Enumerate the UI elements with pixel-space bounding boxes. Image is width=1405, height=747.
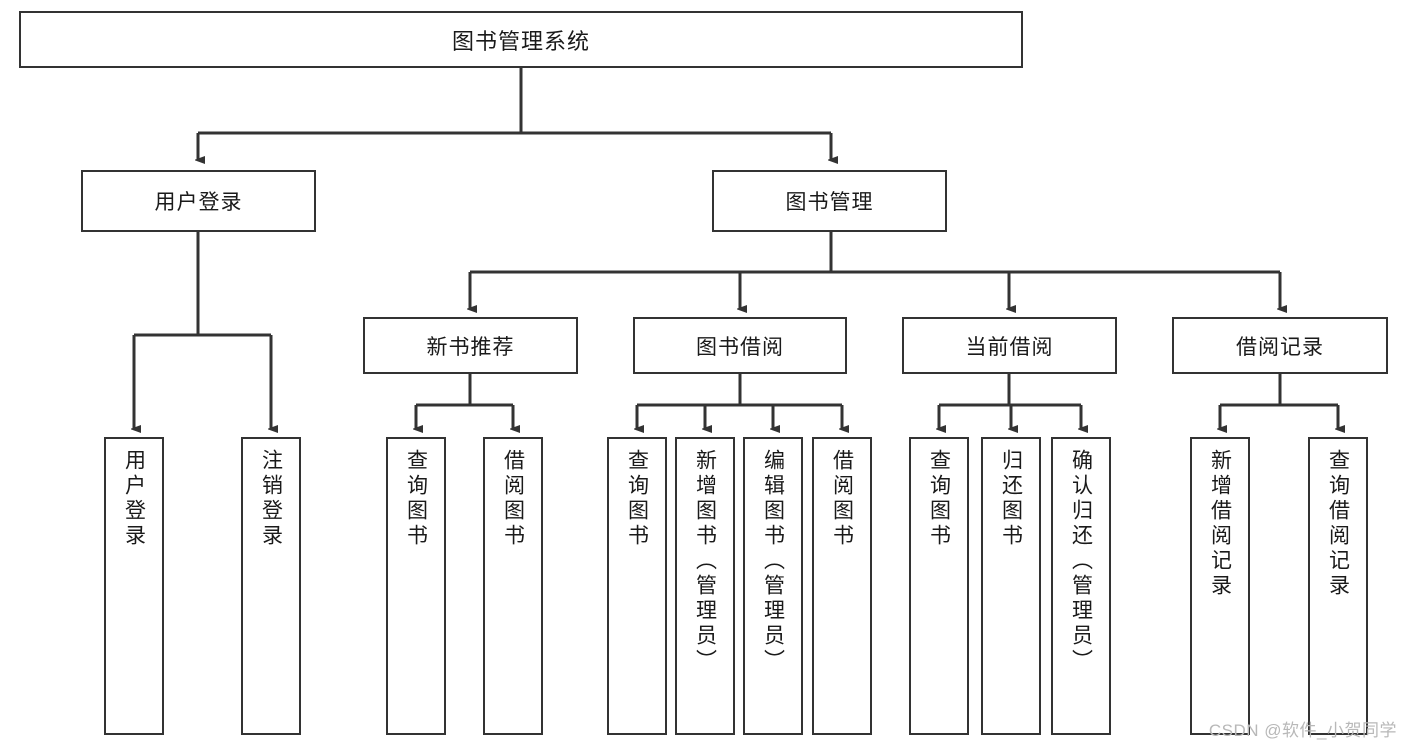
node-leaf-borrow-book-2[interactable]: 借阅图书 <box>812 437 872 735</box>
node-user-login-label: 用户登录 <box>154 191 243 214</box>
edge-book-manage-bus <box>470 232 1280 274</box>
node-leaf-query-book-1-label: 查询图书 <box>404 449 428 549</box>
node-leaf-user-login[interactable]: 用户登录 <box>104 437 164 735</box>
node-leaf-borrow-book-1[interactable]: 借阅图书 <box>483 437 543 735</box>
node-new-book-rec[interactable]: 新书推荐 <box>363 317 578 374</box>
node-book-borrow-label: 图书借阅 <box>696 335 784 359</box>
node-book-manage-label: 图书管理 <box>785 191 874 214</box>
node-leaf-query-book-1[interactable]: 查询图书 <box>386 437 446 735</box>
node-leaf-confirm-return[interactable]: 确认归还（管理员） <box>1051 437 1111 735</box>
node-leaf-add-record[interactable]: 新增借阅记录 <box>1190 437 1250 735</box>
node-borrow-record[interactable]: 借阅记录 <box>1172 317 1388 374</box>
node-root[interactable]: 图书管理系统 <box>19 11 1023 68</box>
node-leaf-add-book-label: 新增图书（管理员） <box>693 449 717 674</box>
edge-root-bus <box>198 68 831 135</box>
node-leaf-add-book[interactable]: 新增图书（管理员） <box>675 437 735 735</box>
node-leaf-query-record-label: 查询借阅记录 <box>1326 449 1350 599</box>
node-leaf-borrow-book-2-label: 借阅图书 <box>830 449 854 549</box>
node-user-login[interactable]: 用户登录 <box>81 170 316 232</box>
node-leaf-user-logout-label: 注销登录 <box>259 449 283 549</box>
node-leaf-return-book[interactable]: 归还图书 <box>981 437 1041 735</box>
node-current-borrow[interactable]: 当前借阅 <box>902 317 1117 374</box>
node-book-manage[interactable]: 图书管理 <box>712 170 947 232</box>
node-leaf-confirm-return-label: 确认归还（管理员） <box>1069 449 1093 674</box>
node-current-borrow-label: 当前借阅 <box>965 335 1054 359</box>
node-leaf-user-login-label: 用户登录 <box>122 449 146 549</box>
node-borrow-record-label: 借阅记录 <box>1236 335 1324 359</box>
node-leaf-add-record-label: 新增借阅记录 <box>1208 449 1232 599</box>
edge-current-borrow-bus <box>939 374 1081 407</box>
node-leaf-query-book-3-label: 查询图书 <box>927 449 951 549</box>
node-leaf-query-record[interactable]: 查询借阅记录 <box>1308 437 1368 735</box>
edge-new-book-rec-bus <box>416 374 513 407</box>
node-leaf-query-book-2[interactable]: 查询图书 <box>607 437 667 735</box>
node-leaf-query-book-3[interactable]: 查询图书 <box>909 437 969 735</box>
node-leaf-edit-book-label: 编辑图书（管理员） <box>761 449 785 674</box>
node-leaf-return-book-label: 归还图书 <box>999 449 1023 549</box>
edge-book-borrow-bus <box>637 374 842 407</box>
watermark: CSDN @软件_小贺同学 <box>1208 721 1397 740</box>
edge-borrow-record-bus <box>1220 374 1338 407</box>
node-new-book-rec-label: 新书推荐 <box>426 335 515 359</box>
node-root-label: 图书管理系统 <box>451 28 590 54</box>
node-leaf-user-logout[interactable]: 注销登录 <box>241 437 301 735</box>
node-leaf-borrow-book-1-label: 借阅图书 <box>501 449 525 549</box>
node-leaf-query-book-2-label: 查询图书 <box>625 449 649 549</box>
node-book-borrow[interactable]: 图书借阅 <box>633 317 847 374</box>
edge-user-login-bus <box>134 232 271 337</box>
node-leaf-edit-book[interactable]: 编辑图书（管理员） <box>743 437 803 735</box>
